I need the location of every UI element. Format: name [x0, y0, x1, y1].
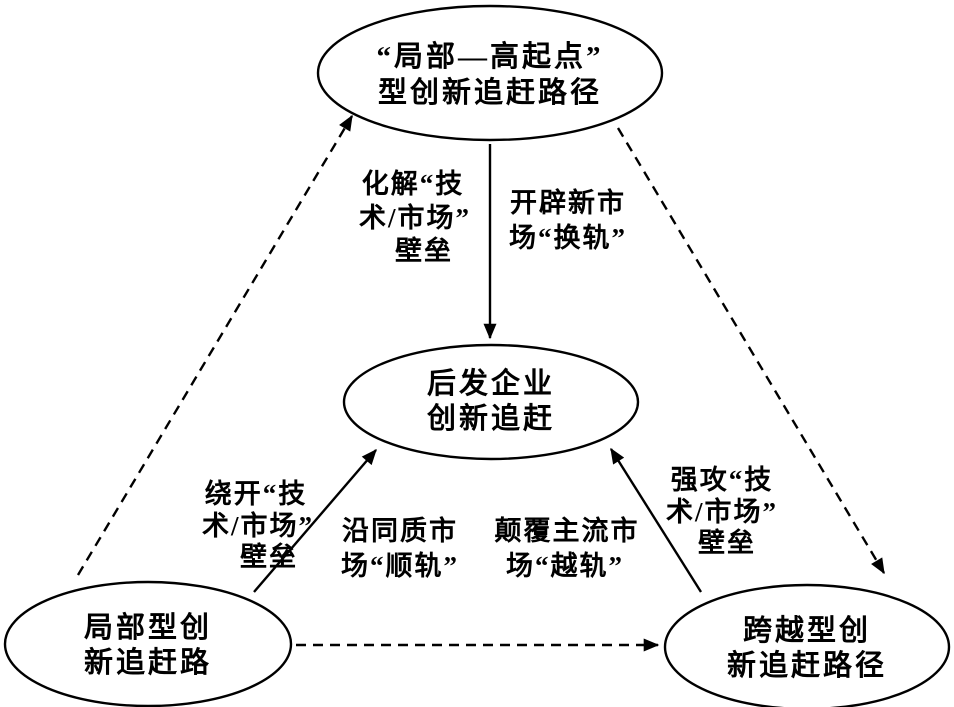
- label-follow-same-track: 沿同质市 场“顺轨”: [341, 515, 459, 581]
- label-disrupt-mainstream: 颠覆主流市 场“越轨”: [495, 515, 640, 581]
- node-top-label-line1: “局部—高起点”: [376, 39, 603, 73]
- label-bypass-barrier-line2: 术/市场”: [202, 510, 314, 541]
- node-top-ellipse: [316, 4, 664, 142]
- node-center-ellipse: [342, 343, 640, 461]
- label-dissolve-barrier-line3: 壁垒: [395, 236, 453, 266]
- label-open-new-market-line2: 场“换轨”: [509, 222, 627, 253]
- label-disrupt-mainstream-line1: 颠覆主流市: [495, 515, 640, 546]
- node-bottom-left-ellipse: [3, 580, 293, 707]
- node-bottom-right-ellipse: [663, 583, 951, 707]
- node-bottom-right: 跨越型创 新追赶路径: [663, 583, 951, 707]
- label-disrupt-mainstream-line2: 场“越轨”: [506, 550, 624, 581]
- node-bottom-left-label-line1: 局部型创: [84, 610, 212, 644]
- label-dissolve-barrier-line2: 术/市场”: [359, 202, 471, 233]
- label-follow-same-track-line2: 场“顺轨”: [341, 550, 459, 581]
- label-bypass-barrier: 绕开“技 术/市场” 壁垒: [202, 478, 314, 572]
- dashed-arrow-top-to-bottomright: [616, 127, 886, 575]
- node-top: “局部—高起点” 型创新追赶路径: [316, 4, 664, 142]
- node-bottom-right-label-line2: 新追赶路径: [727, 648, 887, 682]
- label-bypass-barrier-line3: 壁垒: [240, 542, 298, 572]
- arrow-bottomright-to-center: [609, 447, 703, 593]
- label-assault-barrier-line3: 壁垒: [698, 528, 756, 558]
- label-dissolve-barrier: 化解“技 术/市场” 壁垒: [359, 169, 471, 266]
- label-open-new-market: 开辟新市 场“换轨”: [509, 187, 627, 253]
- node-bottom-left: 局部型创 新追赶路: [3, 580, 293, 707]
- arrow-bottomleft-to-center: [253, 449, 377, 593]
- node-bottom-right-label-line1: 跨越型创: [743, 614, 871, 647]
- node-center-label-line2: 创新追赶: [426, 401, 555, 435]
- label-dissolve-barrier-line1: 化解“技: [362, 169, 465, 199]
- label-assault-barrier: 强攻“技 术/市场” 壁垒: [666, 465, 778, 558]
- node-bottom-left-label-line2: 新追赶路: [84, 645, 212, 679]
- label-bypass-barrier-line1: 绕开“技: [205, 478, 308, 509]
- label-assault-barrier-line2: 术/市场”: [666, 496, 778, 527]
- label-assault-barrier-line1: 强攻“技: [671, 465, 774, 495]
- label-follow-same-track-line1: 沿同质市: [342, 515, 458, 546]
- node-center-label-line1: 后发企业: [427, 366, 555, 400]
- label-open-new-market-line1: 开辟新市: [510, 187, 626, 218]
- node-center: 后发企业 创新追赶: [342, 343, 640, 461]
- dashed-arrow-bottomleft-to-top: [76, 114, 354, 576]
- node-top-label-line2: 型创新追赶路径: [378, 75, 602, 109]
